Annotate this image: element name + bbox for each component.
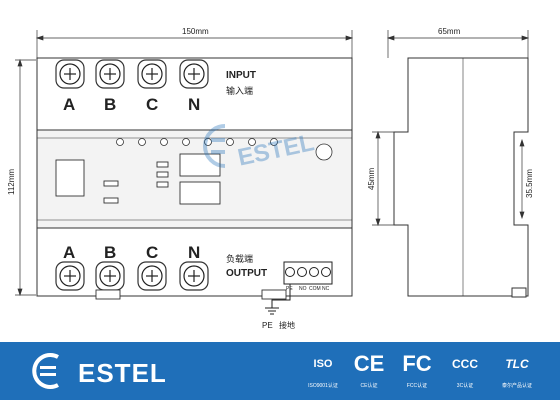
output-screws xyxy=(55,261,209,291)
cert-iso-caption: ISO9001认证 xyxy=(308,383,338,389)
cert-ccc-caption: 3C认证 xyxy=(456,383,474,389)
cert-fcc: FC FCC认证 xyxy=(394,350,440,398)
watermark-text: ESTEL xyxy=(235,129,316,171)
output-label: OUTPUT xyxy=(226,268,267,279)
din-clips xyxy=(95,289,287,300)
cert-ccc-mark: CCC xyxy=(452,357,478,371)
dimension-width-side-label: 65mm xyxy=(438,27,461,36)
cert-fcc-caption: FCC认证 xyxy=(406,383,428,389)
dimension-height-left-label: 112mm xyxy=(7,169,16,195)
input-screw-n xyxy=(179,59,209,89)
pe-label: PE xyxy=(262,321,273,330)
dimension-height-left xyxy=(15,58,36,297)
output-terminal-n: N xyxy=(188,243,200,262)
cert-tlc-mark: TLC xyxy=(505,357,529,371)
drawing-canvas: 150mm 112mm A xyxy=(7,27,534,330)
output-screw-n xyxy=(179,261,209,291)
input-screw-c xyxy=(137,59,167,89)
signal-terminal-block xyxy=(283,261,333,285)
cert-ce: CE CE认证 xyxy=(346,350,392,398)
footer-brand: ESTEL xyxy=(78,358,167,388)
cert-ccc: CCC 3C认证 xyxy=(442,350,488,398)
output-terminal-c: C xyxy=(146,243,158,262)
signal-terminal-no: NO xyxy=(299,286,307,292)
output-terminal-a: A xyxy=(63,243,75,262)
signal-terminal-nc: NC xyxy=(322,286,330,292)
indicator-leds xyxy=(116,138,333,161)
watermark-logo-icon xyxy=(203,124,226,168)
ground-icon xyxy=(265,284,291,315)
input-label: INPUT xyxy=(226,70,256,81)
cert-ce-mark: CE xyxy=(353,351,385,376)
input-terminal-c: C xyxy=(146,95,158,114)
cert-ce-caption: CE认证 xyxy=(360,383,378,389)
output-screw-a xyxy=(55,261,85,291)
estel-logo-icon xyxy=(28,353,68,389)
dimension-width-top xyxy=(35,30,354,60)
input-terminal-b: B xyxy=(104,95,116,114)
cert-tlc: TLC 泰尔产品认证 xyxy=(494,350,540,398)
cert-iso-mark: ISO xyxy=(313,358,333,370)
cert-iso: ISO ISO9001认证 xyxy=(300,350,346,398)
input-screws xyxy=(55,59,209,89)
dimension-height-side-label: 45mm xyxy=(367,167,376,190)
pe-label-cn: 接地 xyxy=(279,320,295,330)
dimension-height-side xyxy=(372,130,396,227)
dimension-width-side xyxy=(386,30,530,58)
signal-terminal-com: COM xyxy=(309,286,321,292)
cert-fcc-mark: FC xyxy=(402,351,432,376)
dimension-height-rail-label: 35.5mm xyxy=(525,169,534,198)
output-screw-c xyxy=(137,261,167,291)
side-view-body xyxy=(393,57,529,298)
footer-bar: ESTEL ISO ISO9001认证 CE CE认证 FC FCC认证 CCC… xyxy=(0,342,560,400)
dimension-height-rail xyxy=(519,138,525,220)
input-label-cn: 输入端 xyxy=(226,85,253,96)
output-terminal-b: B xyxy=(104,243,116,262)
input-terminal-n: N xyxy=(188,95,200,114)
input-screw-a xyxy=(55,59,85,89)
output-screw-b xyxy=(95,261,125,291)
input-terminal-a: A xyxy=(63,95,75,114)
front-panel xyxy=(55,153,221,205)
output-label-cn: 负载端 xyxy=(226,253,253,264)
dimension-width-top-label: 150mm xyxy=(182,27,209,36)
watermark: ESTEL xyxy=(195,118,335,174)
input-screw-b xyxy=(95,59,125,89)
cert-tlc-caption: 泰尔产品认证 xyxy=(501,383,532,389)
